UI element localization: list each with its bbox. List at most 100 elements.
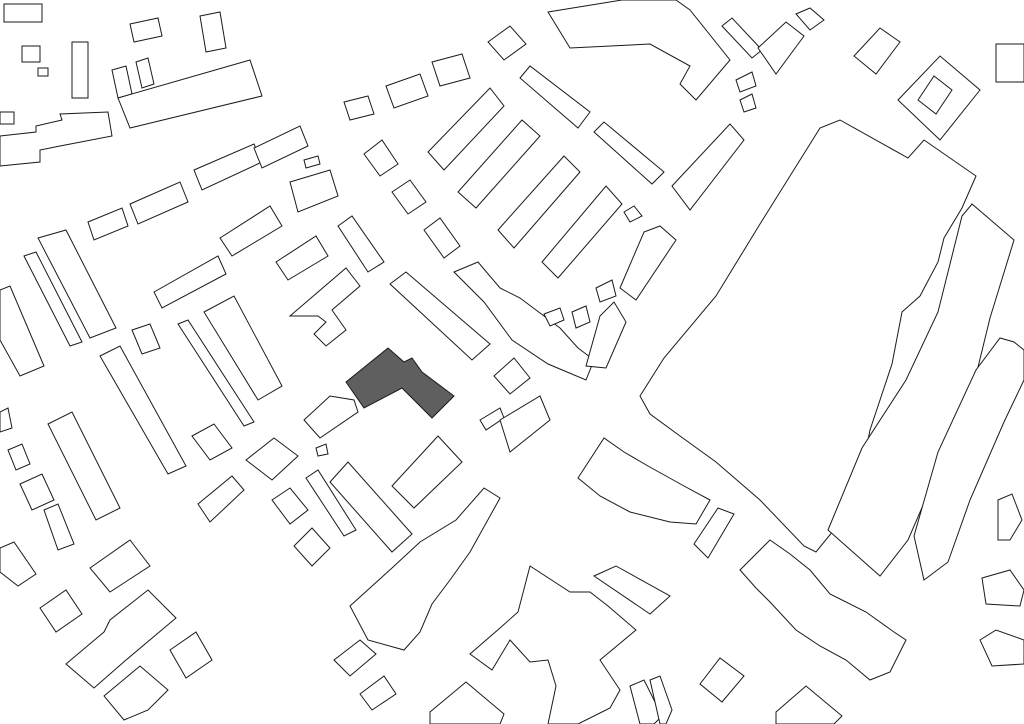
building-outline bbox=[23, 251, 83, 347]
building-outline bbox=[169, 631, 213, 679]
building-outline bbox=[721, 17, 763, 59]
building-outline bbox=[519, 65, 591, 129]
building-outline bbox=[349, 487, 501, 651]
building-outline bbox=[592, 565, 671, 615]
building-outline bbox=[487, 25, 527, 61]
building-outline bbox=[203, 295, 283, 401]
building-outline bbox=[827, 203, 1015, 577]
building-outline bbox=[135, 57, 155, 89]
building-outline bbox=[693, 507, 735, 559]
building-outline bbox=[199, 11, 227, 53]
building-outline bbox=[363, 139, 399, 177]
building-outline bbox=[305, 469, 357, 537]
building-outline bbox=[649, 675, 673, 724]
building-outline bbox=[359, 675, 397, 711]
building-outline bbox=[293, 527, 331, 567]
building-outline bbox=[103, 665, 169, 721]
building-outline bbox=[0, 541, 37, 587]
building-outline bbox=[593, 121, 665, 185]
building-outline bbox=[0, 111, 113, 167]
building-outline bbox=[543, 307, 565, 327]
building-outline bbox=[739, 539, 907, 681]
building-outline bbox=[595, 279, 617, 303]
building-outline bbox=[795, 7, 825, 31]
building-outline bbox=[385, 73, 429, 109]
building-outline bbox=[431, 53, 471, 87]
building-outline bbox=[619, 225, 677, 301]
building-outline bbox=[493, 357, 531, 395]
building-outline bbox=[19, 473, 55, 511]
building-outline bbox=[775, 685, 843, 724]
building-outline bbox=[245, 437, 299, 481]
building-outline bbox=[193, 143, 263, 191]
building-outline bbox=[497, 155, 581, 249]
building-outline bbox=[0, 285, 45, 377]
building-outline bbox=[303, 395, 359, 439]
building-outline bbox=[253, 125, 309, 169]
highlighted-site-building bbox=[345, 347, 455, 419]
building-outline bbox=[623, 205, 643, 223]
building-outline bbox=[129, 181, 189, 225]
building-outline bbox=[288, 267, 361, 347]
building-outline bbox=[423, 217, 461, 259]
building-outline bbox=[65, 589, 177, 689]
building-outline bbox=[329, 461, 413, 553]
building-outline bbox=[3, 3, 43, 23]
building-outline bbox=[219, 205, 283, 257]
building-outline bbox=[333, 639, 377, 677]
building-outline bbox=[153, 255, 227, 309]
building-outline bbox=[585, 301, 627, 369]
building-outline bbox=[541, 185, 623, 279]
building-outline bbox=[391, 179, 427, 215]
building-outline bbox=[577, 437, 711, 525]
building-outline bbox=[629, 679, 663, 724]
building-outline bbox=[571, 305, 591, 329]
building-outline bbox=[547, 0, 731, 101]
building-outline bbox=[89, 539, 151, 593]
building-outline bbox=[499, 395, 551, 453]
building-outline bbox=[87, 207, 129, 241]
building-outline bbox=[129, 17, 163, 43]
building-outline bbox=[853, 27, 901, 75]
building-outline bbox=[117, 59, 263, 129]
building-outline bbox=[453, 261, 595, 381]
building-outline bbox=[71, 41, 89, 99]
building-outline bbox=[39, 589, 83, 633]
building-outline bbox=[0, 407, 13, 433]
building-outline bbox=[315, 443, 329, 457]
building-outline bbox=[131, 323, 161, 355]
building-outline bbox=[429, 681, 505, 724]
building-outline bbox=[427, 87, 505, 171]
building-outline bbox=[337, 215, 385, 273]
building-outline bbox=[289, 169, 339, 213]
building-outline bbox=[99, 345, 187, 475]
building-outline bbox=[197, 475, 245, 523]
building-outline bbox=[997, 493, 1023, 541]
building-outline bbox=[275, 235, 329, 281]
building-outline bbox=[177, 319, 255, 427]
building-outline bbox=[47, 411, 121, 521]
building-outline bbox=[757, 21, 805, 75]
building-outline bbox=[479, 407, 505, 431]
building-outline bbox=[391, 435, 463, 509]
building-outline bbox=[111, 65, 133, 99]
building-outline bbox=[0, 111, 15, 125]
building-outline bbox=[735, 71, 757, 93]
superblock-outline bbox=[639, 119, 977, 553]
building-outline bbox=[43, 503, 75, 551]
building-outline bbox=[739, 93, 757, 113]
building-outline bbox=[699, 657, 745, 703]
building-outline bbox=[913, 337, 1024, 581]
building-outline bbox=[37, 67, 49, 77]
building-outline bbox=[917, 75, 953, 115]
building-outline bbox=[343, 95, 375, 121]
building-outline bbox=[671, 123, 745, 211]
building-outline bbox=[457, 119, 541, 209]
building-outline bbox=[37, 229, 117, 339]
building-outline bbox=[21, 45, 41, 63]
building-outline bbox=[979, 629, 1024, 667]
building-outline bbox=[303, 155, 321, 169]
building-outline bbox=[271, 487, 309, 525]
